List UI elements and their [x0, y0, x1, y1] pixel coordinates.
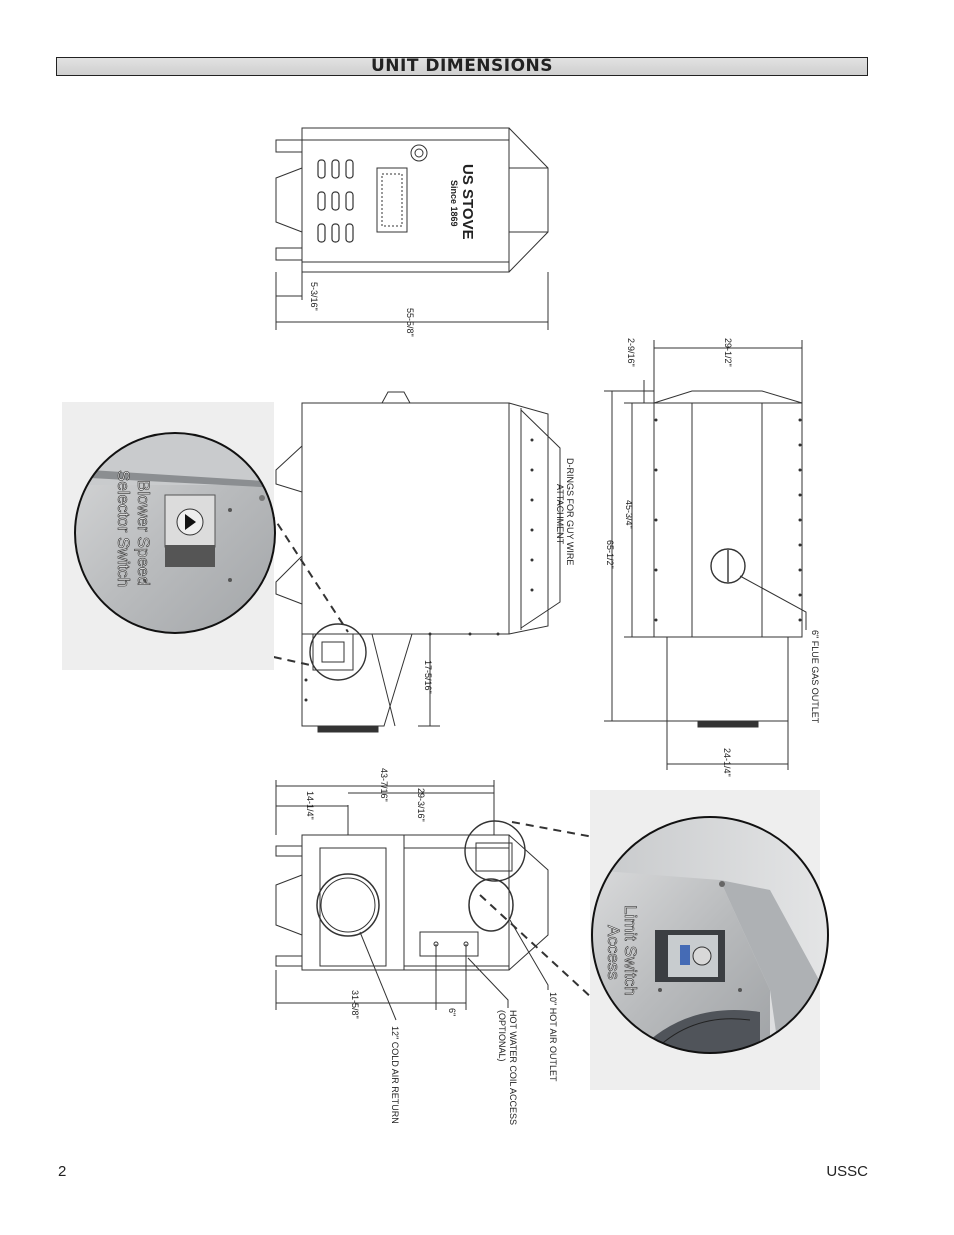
end-view-rivets	[654, 418, 802, 622]
footer-brand: USSC	[826, 1163, 868, 1180]
limit-switch-label-2: Access	[604, 925, 623, 980]
dim-top-offset: 5-3/16"	[309, 282, 319, 311]
limit-switch-inset	[590, 790, 829, 1090]
dim-bottom-six: 6"	[447, 1008, 457, 1016]
end-dim-width: 29-1/2"	[723, 338, 733, 367]
coil-access-label-2: (OPTIONAL)	[497, 1010, 507, 1062]
top-view-logo: US STOVE	[459, 164, 476, 240]
side-view-rivets	[304, 438, 534, 702]
bottom-view-drawing	[275, 780, 665, 1021]
page-number: 2	[58, 1163, 67, 1180]
blower-switch-label-1: Blower Speed	[134, 480, 153, 586]
end-dim-base-width: 24-1/4"	[722, 748, 732, 777]
end-dim-total: 65-1/2"	[605, 540, 615, 569]
dim-bottom-overall: 43-7/16"	[379, 768, 389, 802]
flue-outlet-label: 6" FLUE GAS OUTLET	[810, 630, 820, 724]
cold-air-return-label: 12" COLD AIR RETURN	[390, 1026, 400, 1124]
hot-air-outlet-label: 10" HOT AIR OUTLET	[548, 992, 558, 1082]
d-rings-label-line1: D-RINGS FOR GUY WIRE	[565, 458, 575, 565]
dim-bottom-width: 31-5/8"	[350, 990, 360, 1019]
dim-bottom-mid: 29-3/16"	[416, 788, 426, 822]
section-header-bar: UNIT DIMENSIONS	[56, 57, 868, 76]
side-view-drawing	[177, 391, 561, 733]
limit-switch-label-1: Limit Switch	[621, 905, 640, 996]
blower-switch-inset	[62, 402, 276, 670]
end-dim-body: 45-3/4"	[624, 500, 634, 529]
d-rings-label-line2: ATTACHMENT	[555, 484, 565, 545]
coil-access-label-1: HOT WATER COIL ACCESS	[508, 1010, 518, 1125]
end-view-drawing	[604, 340, 807, 770]
top-view-drawing	[275, 127, 549, 330]
side-dim-base: 17-5/16"	[423, 660, 433, 694]
dim-top-length: 55-5/8"	[405, 308, 415, 337]
dim-bottom-left: 14-1/4"	[305, 791, 315, 820]
page-title: UNIT DIMENSIONS	[370, 56, 554, 76]
blower-switch-label-2: Selector Switch	[114, 470, 133, 587]
top-view-logo-sub: Since 1869	[449, 180, 459, 227]
end-dim-top-offset: 2-9/16"	[626, 338, 636, 367]
